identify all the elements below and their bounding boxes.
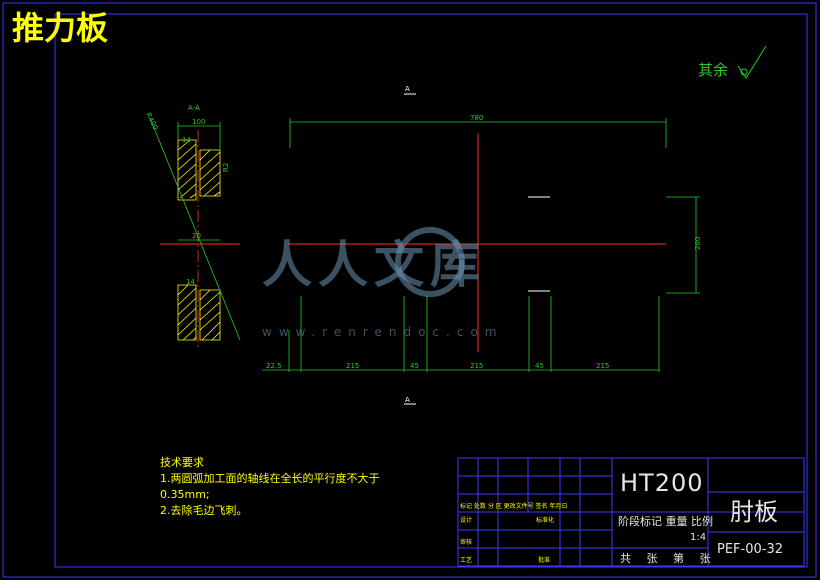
- title-block-labels: 标记 处数 分 区 更改文件号 签名 年月日 设计 标准化 审核 工艺 批准: [460, 502, 567, 564]
- tb-row-approve: 批准: [538, 556, 550, 564]
- watermark-url: www.renrendoc.com: [262, 325, 504, 339]
- dim-section-bottom: 14: [186, 278, 195, 286]
- tb-row-design: 设计: [460, 516, 472, 524]
- dim-section-right: R2: [222, 163, 230, 172]
- section-view: [149, 117, 241, 350]
- dim-section-side: 14: [182, 136, 191, 144]
- roughness-symbol: [737, 45, 767, 79]
- tech-notes: 技术要求 1.两圆弧加工面的轴线在全长的平行度不大于 0.35mm; 2.去除毛…: [160, 455, 380, 519]
- dim-spacing-2: 45: [410, 362, 419, 370]
- material-label: HT200: [620, 469, 704, 497]
- tb-row-standard: 标准化: [536, 516, 554, 524]
- dim-spacing-3: 215: [470, 362, 483, 370]
- dim-section-width: 100: [192, 118, 205, 126]
- section-letter-top: A: [405, 85, 410, 93]
- dim-section-mid: 20: [192, 232, 201, 240]
- main-view: [262, 93, 700, 405]
- roughness-note: 其余: [698, 61, 729, 79]
- drawing-number: PEF-00-32: [717, 542, 783, 557]
- tech-note-line-2: 0.35mm;: [160, 488, 210, 501]
- tb-row-review: 审核: [460, 538, 472, 546]
- tb-row-process: 工艺: [460, 556, 472, 564]
- watermark-text: 人人文库: [262, 235, 486, 294]
- scale-value: 1:4: [690, 532, 707, 543]
- dim-overall-length: 780: [470, 114, 483, 122]
- tech-notes-heading: 技术要求: [160, 456, 204, 469]
- page-title: 推力板: [12, 9, 109, 47]
- sheet-count: 共 张 第 张: [620, 552, 717, 565]
- tb-row-header: 标记 处数 分 区 更改文件号 签名 年月日: [460, 502, 567, 510]
- dim-spacing-5: 215: [596, 362, 609, 370]
- section-letter-bottom: A: [405, 396, 410, 404]
- tech-note-line-1: 1.两圆弧加工面的轴线在全长的平行度不大于: [160, 472, 380, 485]
- tech-note-line-3: 2.去除毛边飞刺。: [160, 504, 248, 517]
- dim-spacing-1: 215: [346, 362, 359, 370]
- dim-spacing-4: 45: [535, 362, 544, 370]
- watermark-ring: [395, 227, 465, 297]
- dim-section-diag: R400: [144, 111, 159, 131]
- dim-spacing-0: 22.5: [266, 362, 282, 370]
- part-name: 肘板: [730, 498, 778, 526]
- section-title: A-A: [188, 104, 200, 112]
- inner-border: [54, 13, 808, 568]
- title-block: [457, 457, 805, 567]
- stage-weight-scale-header: 阶段标记 重量 比例: [618, 515, 713, 528]
- dim-height: 200: [694, 237, 702, 250]
